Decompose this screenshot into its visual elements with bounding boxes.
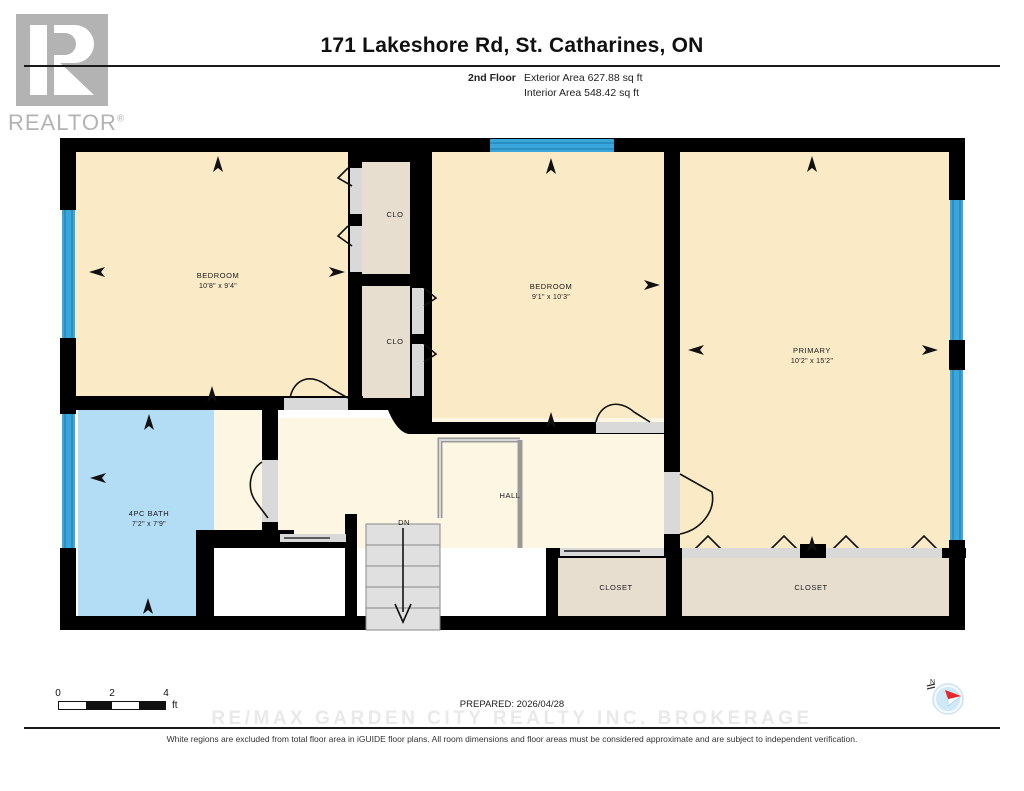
- room-label: CLOSET: [599, 582, 632, 593]
- disclaimer-text: White regions are excluded from total fl…: [166, 734, 858, 744]
- room-label: HALL: [500, 490, 521, 501]
- realtor-r-mark: [16, 14, 108, 106]
- floor-label: 2nd Floor: [468, 72, 516, 84]
- svg-text:N: N: [930, 679, 935, 686]
- room-name: PRIMARY: [793, 346, 831, 355]
- prepared-date: PREPARED: 2026/04/28: [459, 699, 565, 710]
- room-dimensions: 9'1" x 10'3": [531, 294, 571, 301]
- room-dimensions: 7'2" x 7'9": [132, 521, 166, 528]
- room-label: CLO: [386, 209, 403, 220]
- room-name: 4PC BATH: [128, 509, 170, 518]
- realtor-wordmark-text: REALTOR: [8, 110, 117, 135]
- room-name: BEDROOM: [196, 271, 240, 280]
- room-name: CLOSET: [599, 583, 633, 592]
- room-label: CLOSET: [794, 582, 827, 593]
- room-name: CLO: [386, 337, 404, 346]
- scale-ticks: 0 2 4: [55, 688, 169, 701]
- registered-trademark-icon: ®: [116, 113, 126, 125]
- scale-unit-label: ft: [172, 700, 178, 711]
- footer-divider: [24, 727, 1000, 729]
- scale-tick-0: 0: [55, 688, 61, 699]
- header-divider: [24, 65, 1000, 67]
- scale-bar: 0 2 4 ft: [55, 688, 177, 711]
- interior-area-text: Interior Area 548.42 sq ft: [524, 87, 639, 99]
- brokerage-watermark: RE/MAX GARDEN CITY REALTY INC. BROKERAGE: [211, 708, 813, 729]
- room-name: CLO: [386, 210, 404, 219]
- exterior-area-text: Exterior Area 627.88 sq ft: [524, 72, 643, 84]
- room-label: PRIMARY 10'2" x 15'2": [791, 345, 833, 367]
- realtor-logo: REALTOR®: [8, 14, 128, 135]
- room-dimensions: 10'2" x 15'2": [790, 358, 834, 365]
- room-name: CLOSET: [794, 583, 828, 592]
- room-label: CLO: [386, 336, 403, 347]
- room-name: BEDROOM: [529, 282, 573, 291]
- stairs-dn-label: DN: [398, 518, 410, 527]
- compass-rose-icon: N: [926, 679, 964, 715]
- scale-tick-2: 2: [109, 688, 115, 699]
- room-label: BEDROOM 10'8" x 9'4": [197, 270, 240, 292]
- scale-bar-graphic: [58, 701, 166, 710]
- room-label: BEDROOM 9'1" x 10'3": [530, 281, 573, 303]
- page-title: 171 Lakeshore Rd, St. Catharines, ON: [320, 34, 704, 57]
- realtor-wordmark: REALTOR®: [8, 110, 125, 136]
- scale-tick-4: 4: [163, 688, 169, 699]
- room-name: HALL: [499, 491, 521, 500]
- room-label: 4PC BATH 7'2" x 7'9": [129, 508, 170, 530]
- room-dimensions: 10'8" x 9'4": [198, 283, 238, 290]
